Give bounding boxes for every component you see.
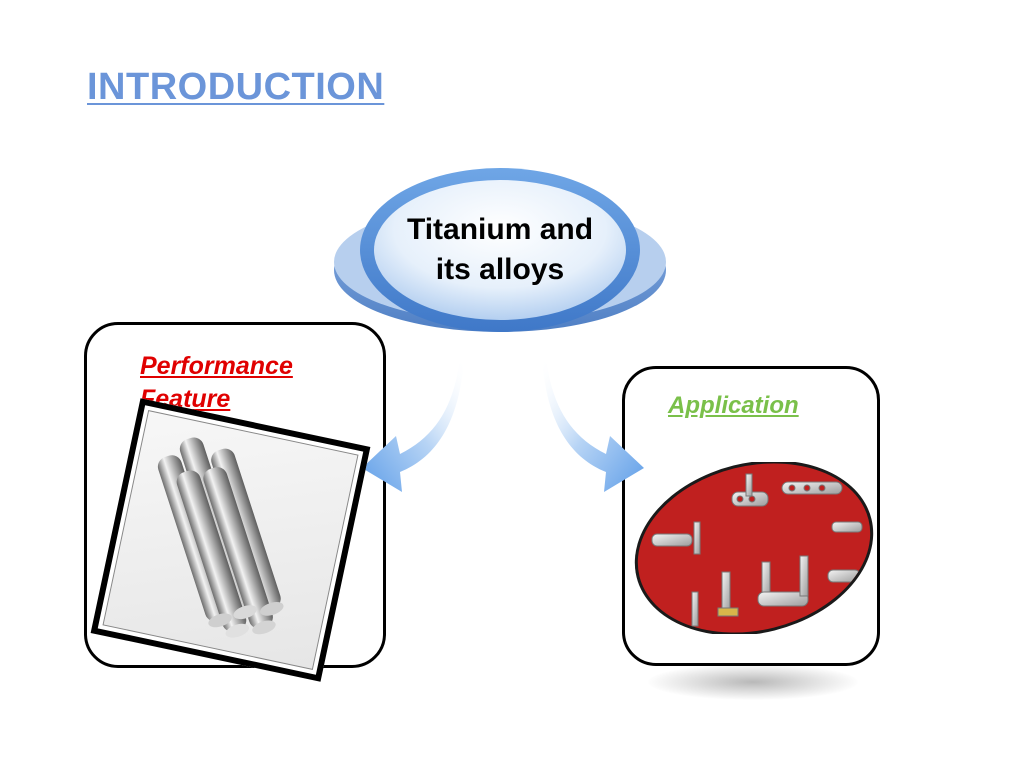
center-oval: Titanium and its alloys [330, 160, 670, 345]
application-label: Application [668, 392, 799, 419]
rods-image-icon [157, 437, 284, 638]
performance-label-line-1: Performance [140, 352, 293, 380]
center-line-1: Titanium and [406, 213, 594, 246]
right-arrow-icon [542, 358, 644, 492]
titanium-rods-photo [90, 398, 371, 682]
left-arrow-icon [362, 358, 464, 492]
application-panel-shadow [648, 664, 858, 700]
center-line-2: its alloys [435, 253, 565, 286]
rods-image-area [102, 410, 359, 670]
application-photo [632, 462, 876, 634]
slide-title: INTRODUCTION [87, 66, 385, 108]
center-oval-text: Titanium and its alloys [380, 210, 620, 290]
oval-graphic [334, 168, 666, 332]
